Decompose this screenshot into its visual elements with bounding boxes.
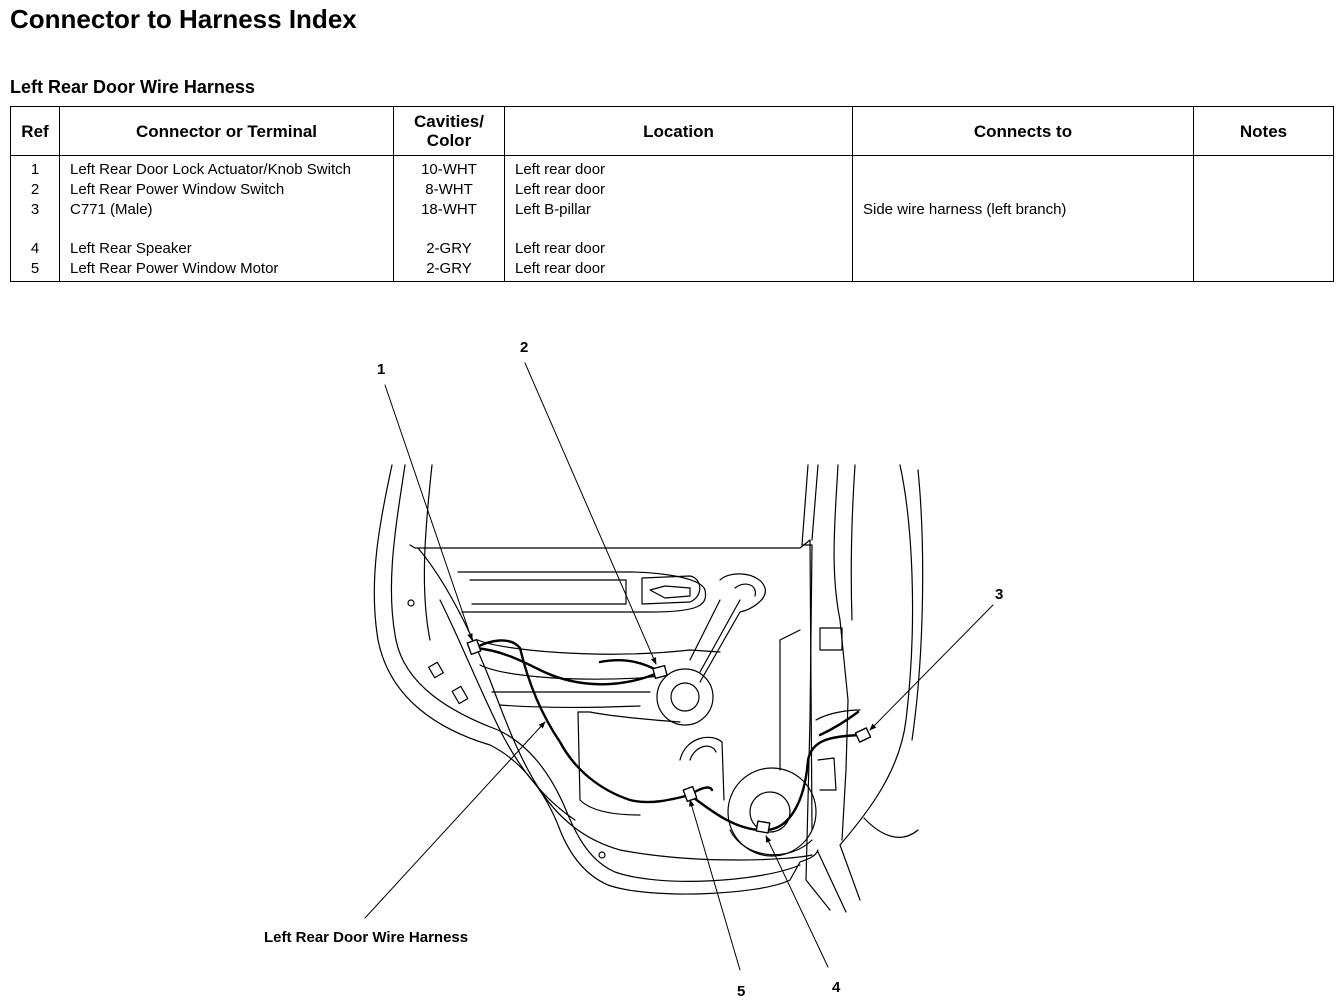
cell-location: Left B-pillar (504, 200, 853, 220)
cell-cavities: 8-WHT (393, 180, 505, 200)
callout-1: 1 (377, 361, 385, 378)
b-pillar-outline (801, 464, 924, 913)
table-row: 4 Left Rear Speaker 2-GRY Left rear door (10, 239, 1334, 259)
cell-location: Left rear door (504, 180, 853, 200)
cell-ref: 3 (10, 200, 60, 220)
section-title: Left Rear Door Wire Harness (10, 77, 255, 97)
cell-connector: Left Rear Door Lock Actuator/Knob Switch (59, 155, 394, 180)
cell-notes (1193, 239, 1334, 259)
leader-lines (364, 362, 994, 971)
cell-notes (1193, 259, 1334, 282)
leader-line-5 (689, 799, 741, 971)
door-panel-outline (373, 464, 819, 895)
door-harness-diagram: 1 2 3 4 5 Left Rear Door Wire Harness (264, 339, 1003, 1000)
table-spacer-row (10, 220, 1334, 239)
connector-1-symbol (466, 638, 482, 656)
connector-4-symbol (755, 820, 771, 834)
callout-3: 3 (995, 586, 1003, 603)
cell-cavities: 2-GRY (393, 239, 505, 259)
cell-connects-to (852, 239, 1194, 259)
cell-location: Left rear door (504, 155, 853, 180)
cell-location: Left rear door (504, 239, 853, 259)
leader-line-3 (869, 604, 994, 731)
cell-connects-to (852, 259, 1194, 282)
cell-ref: 5 (10, 259, 60, 282)
leader-line-harness (364, 721, 546, 919)
col-header-cavities: Cavities/ Color (393, 106, 505, 156)
cell-connects-to (852, 180, 1194, 200)
cell-ref: 2 (10, 180, 60, 200)
cell-connector: C771 (Male) (59, 200, 394, 220)
col-header-cavities-line1: Cavities/ (414, 112, 484, 131)
col-header-ref: Ref (10, 106, 60, 156)
col-header-connects-to: Connects to (852, 106, 1194, 156)
cell-connector: Left Rear Power Window Motor (59, 259, 394, 282)
col-header-location: Location (504, 106, 853, 156)
table-row: 3 C771 (Male) 18-WHT Left B-pillar Side … (10, 200, 1334, 220)
table-row: 1 Left Rear Door Lock Actuator/Knob Swit… (10, 155, 1334, 180)
cell-connector: Left Rear Power Window Switch (59, 180, 394, 200)
connector-3-symbol (854, 727, 872, 743)
callout-2: 2 (520, 339, 528, 356)
table-row: 2 Left Rear Power Window Switch 8-WHT Le… (10, 180, 1334, 200)
connector-symbols (466, 638, 872, 834)
cell-connects-to: Side wire harness (left branch) (852, 200, 1194, 220)
table-header-row: Ref Connector or Terminal Cavities/ Colo… (10, 106, 1334, 156)
cell-cavities: 2-GRY (393, 259, 505, 282)
connector-index-table: Ref Connector or Terminal Cavities/ Colo… (10, 106, 1334, 282)
page-title: Connector to Harness Index (10, 4, 357, 34)
cell-connects-to (852, 155, 1194, 180)
col-header-connector: Connector or Terminal (59, 106, 394, 156)
col-header-notes: Notes (1193, 106, 1334, 156)
col-header-cavities-line2: Color (426, 131, 472, 150)
cell-connector: Left Rear Speaker (59, 239, 394, 259)
cell-ref: 1 (10, 155, 60, 180)
cell-ref: 4 (10, 239, 60, 259)
leader-line-4 (765, 835, 829, 968)
cell-notes (1193, 155, 1334, 180)
connector-5-symbol (682, 785, 698, 803)
connector-2-symbol (652, 664, 668, 680)
cell-location: Left rear door (504, 259, 853, 282)
table-row: 5 Left Rear Power Window Motor 2-GRY Lef… (10, 259, 1334, 282)
callout-5: 5 (737, 983, 745, 1000)
harness-label: Left Rear Door Wire Harness (264, 929, 468, 946)
cell-cavities: 10-WHT (393, 155, 505, 180)
leader-line-2 (524, 362, 657, 665)
cell-notes (1193, 180, 1334, 200)
cell-notes (1193, 200, 1334, 220)
callout-4: 4 (832, 979, 841, 996)
leader-line-1 (384, 384, 473, 641)
cell-cavities: 18-WHT (393, 200, 505, 220)
